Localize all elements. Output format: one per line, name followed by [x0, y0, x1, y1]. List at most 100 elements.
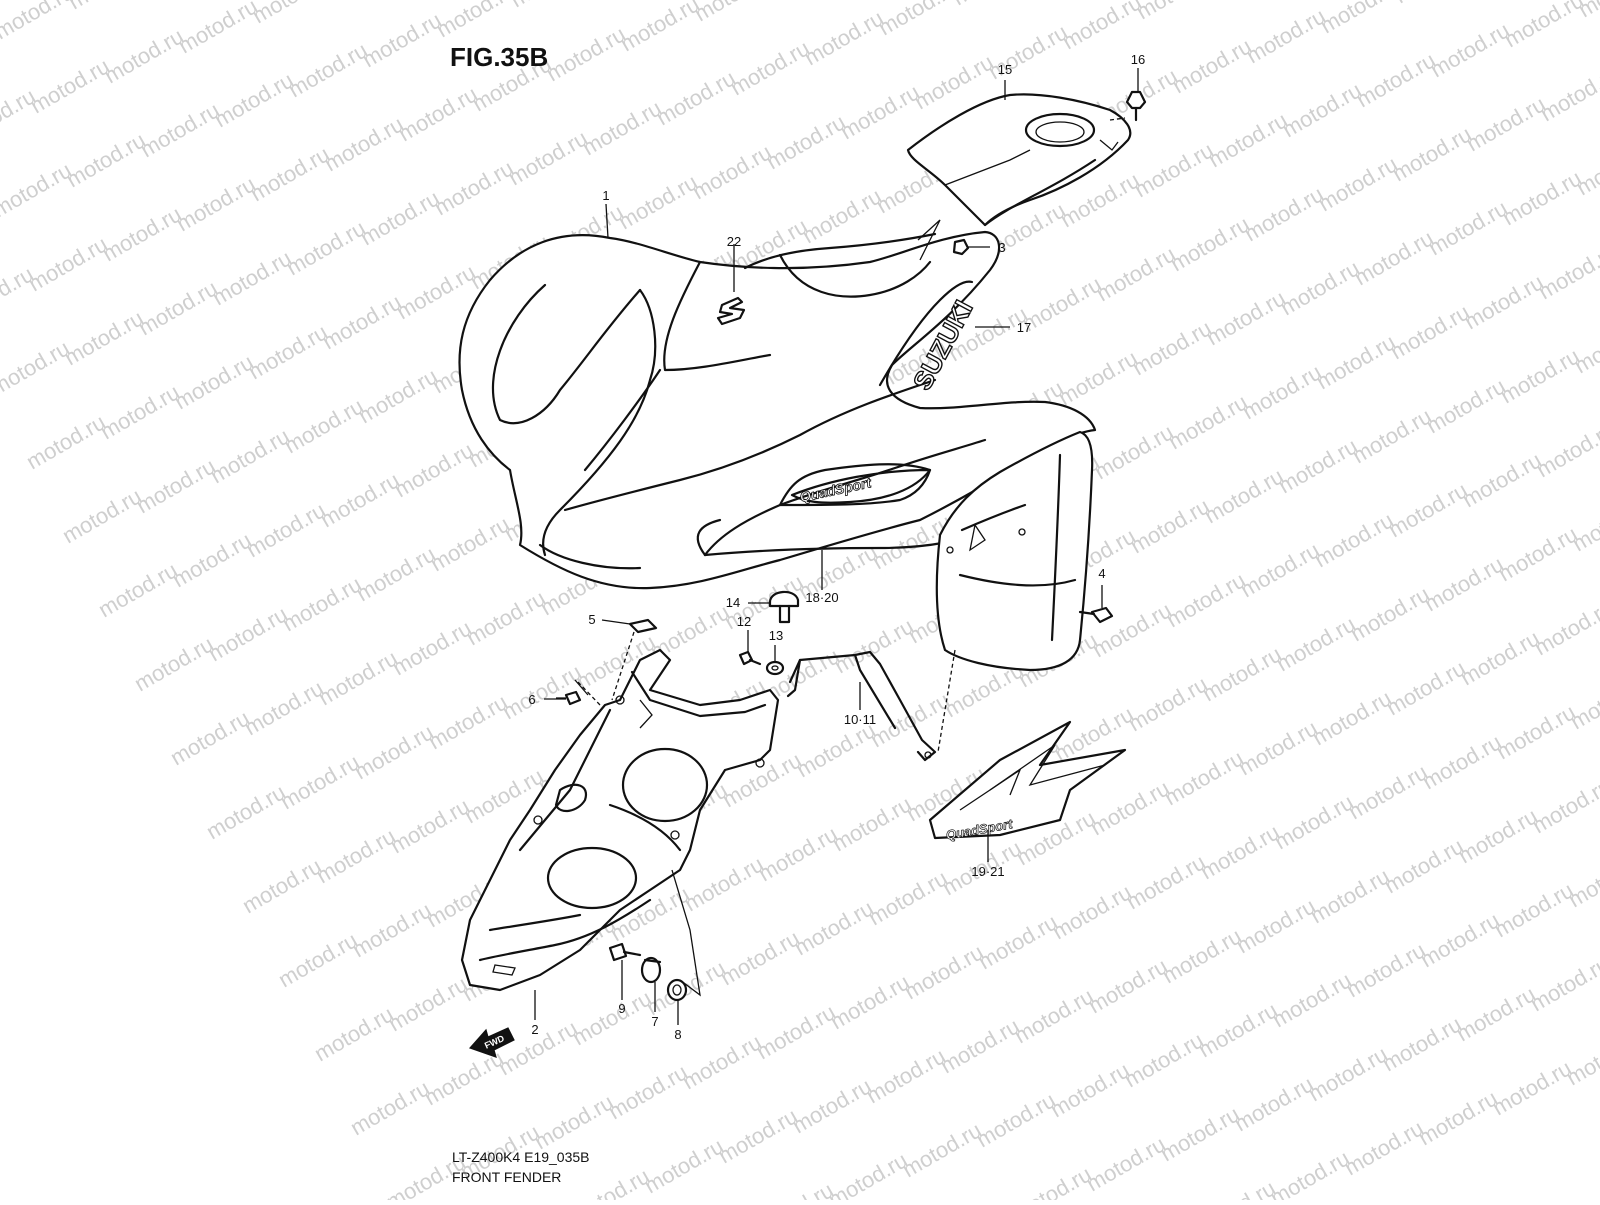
watermark-text: motod.ru: [430, 155, 518, 220]
watermark-text: motod.ru: [800, 5, 888, 70]
watermark-text: motod.ru: [388, 615, 476, 680]
inner-fender-part-2: [460, 648, 780, 992]
watermark-text: motod.ru: [1304, 1041, 1392, 1106]
watermark-text: motod.ru: [1496, 343, 1584, 408]
watermark-text: motod.ru: [1532, 417, 1600, 482]
watermark-text: motod.ru: [1314, 151, 1402, 216]
watermark-text: motod.ru: [1194, 997, 1282, 1062]
watermark-text: motod.ru: [354, 363, 442, 428]
watermark-text: motod.ru: [1316, 0, 1404, 38]
watermark-text: motod.ru: [392, 259, 480, 324]
watermark-text: motod.ru: [0, 0, 78, 44]
watermark-text: motod.ru: [1536, 61, 1600, 126]
watermark-text: motod.ru: [936, 1013, 1024, 1078]
watermark-text: motod.ru: [22, 409, 110, 474]
clip-part-3: [917, 219, 970, 261]
watermark-text: motod.ru: [1454, 803, 1542, 868]
callout-19-21: 19·21: [971, 864, 1004, 879]
watermark-text: motod.ru: [1352, 47, 1440, 112]
watermark-text: motod.ru: [310, 1001, 398, 1066]
watermark-text: motod.ru: [830, 613, 918, 678]
watermark-text: motod.ru: [98, 201, 186, 266]
watermark-text: motod.ru: [578, 95, 666, 160]
watermark-text: motod.ru: [1312, 329, 1400, 394]
watermark-text: motod.ru: [166, 705, 254, 770]
watermark-text: motod.ru: [1340, 1115, 1428, 1180]
watermark-text: motod.ru: [864, 865, 952, 930]
watermark-text: motod.ru: [1416, 907, 1504, 972]
watermark-text: motod.ru: [240, 675, 328, 740]
watermark-text: motod.ru: [1422, 373, 1510, 438]
watermark-text: motod.ru: [1238, 359, 1326, 424]
watermark-text: motod.ru: [246, 141, 334, 206]
watermark-text: motod.ru: [506, 0, 594, 12]
watermark-text: motod.ru: [714, 1103, 802, 1168]
watermark-text: motod.ru: [26, 53, 114, 118]
watermark-text: motod.ru: [1122, 849, 1210, 914]
watermark-text: motod.ru: [58, 483, 146, 548]
watermark-text: motod.ru: [136, 97, 224, 162]
watermark-text: motod.ru: [1084, 953, 1172, 1018]
bolt-part-12: [738, 650, 762, 666]
watermark-text: motod.ru: [690, 0, 778, 26]
watermark-text: motod.ru: [462, 585, 550, 650]
watermark-text: motod.ru: [1500, 0, 1588, 52]
callout-8: 8: [674, 1027, 681, 1042]
watermark-text: motod.ru: [616, 0, 704, 56]
watermark-text: motod.ru: [1424, 195, 1512, 260]
watermark-text: motod.ru: [752, 999, 840, 1064]
watermark-text: motod.ru: [202, 779, 290, 844]
watermark-text: motod.ru: [172, 171, 260, 236]
watermark-text: motod.ru: [1126, 493, 1214, 558]
watermark-text: motod.ru: [542, 21, 630, 86]
watermark-text: motod.ru: [1350, 225, 1438, 290]
watermark-text: motod.ru: [1120, 1027, 1208, 1092]
watermark-text: motod.ru: [1274, 433, 1362, 498]
watermark-text: motod.ru: [96, 379, 184, 444]
watermark-text: motod.ru: [248, 0, 336, 28]
watermark-text: motod.ru: [384, 971, 472, 1036]
watermark-text: motod.ru: [424, 689, 512, 754]
figure-code: LT-Z400K4 E19_035B: [452, 1149, 590, 1165]
watermark-text: motod.ru: [1414, 1085, 1502, 1150]
callout-14: 14: [726, 595, 740, 610]
watermark-text: motod.ru: [1082, 1131, 1170, 1196]
watermark-text: motod.ru: [1268, 967, 1356, 1032]
callout-17: 17: [1017, 320, 1031, 335]
watermark-text: motod.ru: [1526, 951, 1600, 1016]
watermark-text: motod.ru: [350, 719, 438, 784]
leader-lines: [534, 68, 1139, 1025]
watermark-text: motod.ru: [836, 79, 924, 144]
watermark-text: motod.ru: [762, 109, 850, 174]
watermark-text: motod.ru: [1458, 447, 1546, 512]
watermark-text: motod.ru: [568, 985, 656, 1050]
watermark-text: motod.ru: [1382, 655, 1470, 720]
figure-title: FIG.35B: [450, 42, 548, 72]
watermark-text: motod.ru: [100, 23, 188, 88]
watermark-text: motod.ru: [274, 927, 362, 992]
watermark-text: motod.ru: [134, 275, 222, 340]
watermark-text: motod.ru: [874, 0, 962, 40]
watermark-text: motod.ru: [432, 0, 520, 42]
watermark-text: motod.ru: [640, 1133, 728, 1198]
watermark-text: motod.ru: [1232, 893, 1320, 958]
watermark-text: motod.ru: [238, 853, 326, 918]
watermark-text: motod.ru: [1270, 789, 1358, 854]
watermark-text: motod.ru: [204, 601, 292, 666]
watermark-text: motod.ru: [1388, 121, 1476, 186]
watermark-text: motod.ru: [312, 823, 400, 888]
washer-part-8: [666, 978, 688, 1002]
watermark-text: motod.ru: [208, 245, 296, 310]
watermark-text: motod.ru: [348, 897, 436, 962]
callout-6: 6: [528, 692, 535, 707]
callout-2: 2: [531, 1022, 538, 1037]
bolt-part-4: [1078, 606, 1114, 624]
watermark-text: motod.ru: [688, 139, 776, 204]
watermark-text: motod.ru: [1306, 863, 1394, 928]
watermark-text: motod.ru: [242, 497, 330, 562]
watermark-text: motod.ru: [0, 157, 76, 222]
watermark-text: motod.ru: [754, 821, 842, 886]
bracket-part-10-11: [786, 650, 937, 762]
callout-4: 4: [1098, 566, 1105, 581]
watermark-text: motod.ru: [1498, 165, 1586, 230]
